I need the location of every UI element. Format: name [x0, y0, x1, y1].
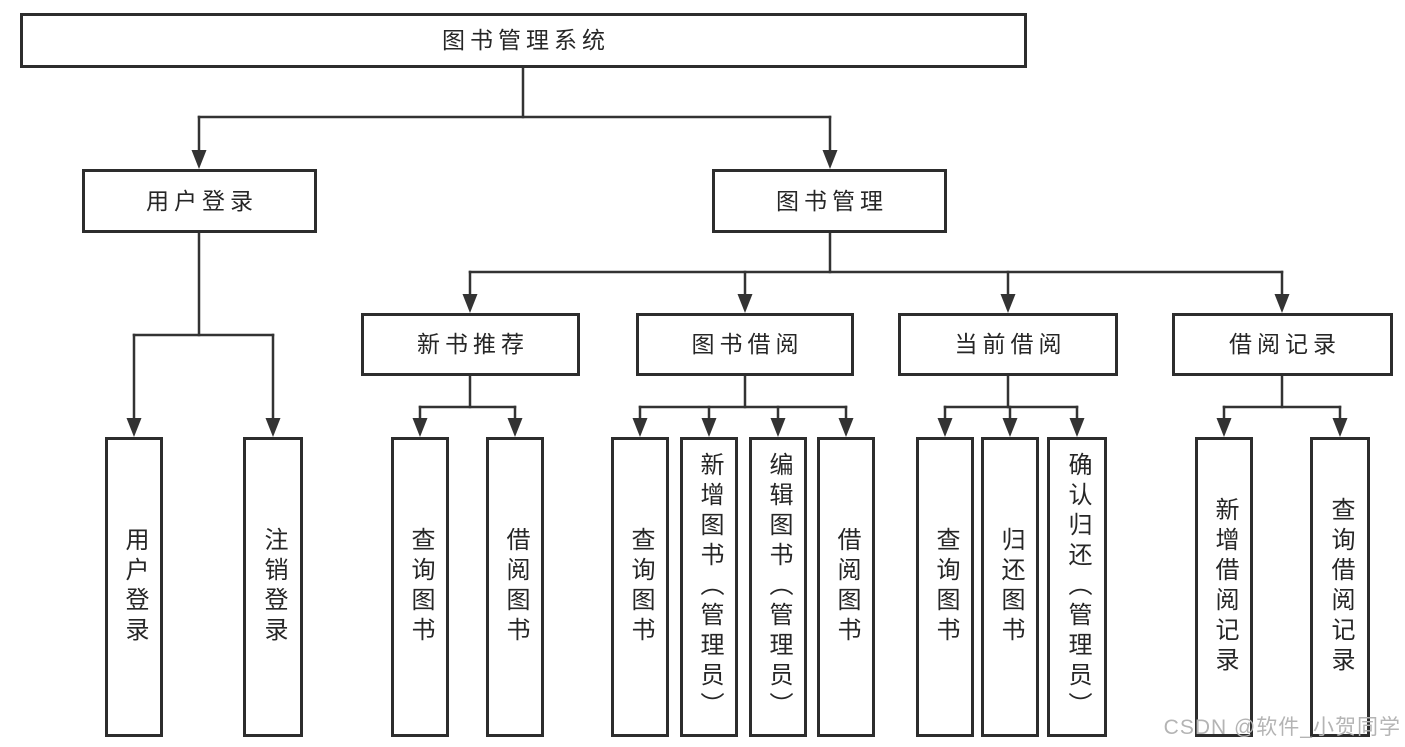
- leaf-query-borrow-record-label: 查询借阅记录: [1327, 497, 1354, 677]
- leaf-borrow-books-recommend: 借阅图书: [486, 437, 544, 737]
- node-new-book-recommend: 新书推荐: [361, 313, 580, 376]
- node-book-management: 图书管理: [712, 169, 947, 233]
- leaf-user-login-label: 用户登录: [121, 527, 148, 647]
- leaf-query-books-borrow-label: 查询图书: [627, 527, 654, 647]
- leaf-query-borrow-record: 查询借阅记录: [1310, 437, 1370, 737]
- node-root-label: 图书管理系统: [442, 27, 610, 53]
- leaf-query-books-recommend-label: 查询图书: [407, 527, 434, 647]
- node-new-book-recommend-label: 新书推荐: [417, 331, 529, 357]
- leaf-edit-books-admin-label: 编辑图书（管理员）: [765, 452, 792, 722]
- leaf-user-login: 用户登录: [105, 437, 163, 737]
- node-current-borrow-label: 当前借阅: [954, 331, 1067, 357]
- leaf-return-books: 归还图书: [981, 437, 1039, 737]
- node-borrow-records-label: 借阅记录: [1229, 331, 1341, 357]
- leaf-add-borrow-record: 新增借阅记录: [1195, 437, 1253, 737]
- leaf-logout-label: 注销登录: [260, 527, 287, 647]
- leaf-confirm-return-admin-label: 确认归还（管理员）: [1064, 452, 1091, 722]
- leaf-return-books-label: 归还图书: [997, 527, 1024, 647]
- leaf-add-books-admin-label: 新增图书（管理员）: [696, 452, 723, 722]
- leaf-borrow-books-label: 借阅图书: [833, 527, 860, 647]
- leaf-borrow-books: 借阅图书: [817, 437, 875, 737]
- node-user-login-label: 用户登录: [146, 187, 258, 214]
- leaf-add-books-admin: 新增图书（管理员）: [680, 437, 738, 737]
- node-root: 图书管理系统: [20, 13, 1027, 68]
- leaf-edit-books-admin: 编辑图书（管理员）: [749, 437, 807, 737]
- node-book-management-label: 图书管理: [776, 187, 888, 214]
- watermark-text: CSDN @软件_小贺同学: [1163, 716, 1401, 739]
- leaf-query-books-borrow: 查询图书: [611, 437, 669, 737]
- node-user-login: 用户登录: [82, 169, 317, 233]
- node-borrow-records: 借阅记录: [1172, 313, 1393, 376]
- node-current-borrow: 当前借阅: [898, 313, 1118, 376]
- leaf-query-books-current-label: 查询图书: [932, 527, 959, 647]
- leaf-add-borrow-record-label: 新增借阅记录: [1211, 497, 1238, 677]
- node-book-borrow-label: 图书借阅: [691, 331, 804, 357]
- leaf-logout: 注销登录: [243, 437, 303, 737]
- leaf-confirm-return-admin: 确认归还（管理员）: [1047, 437, 1107, 737]
- leaf-query-books-recommend: 查询图书: [391, 437, 449, 737]
- leaf-borrow-books-recommend-label: 借阅图书: [502, 527, 529, 647]
- node-book-borrow: 图书借阅: [636, 313, 854, 376]
- leaf-query-books-current: 查询图书: [916, 437, 974, 737]
